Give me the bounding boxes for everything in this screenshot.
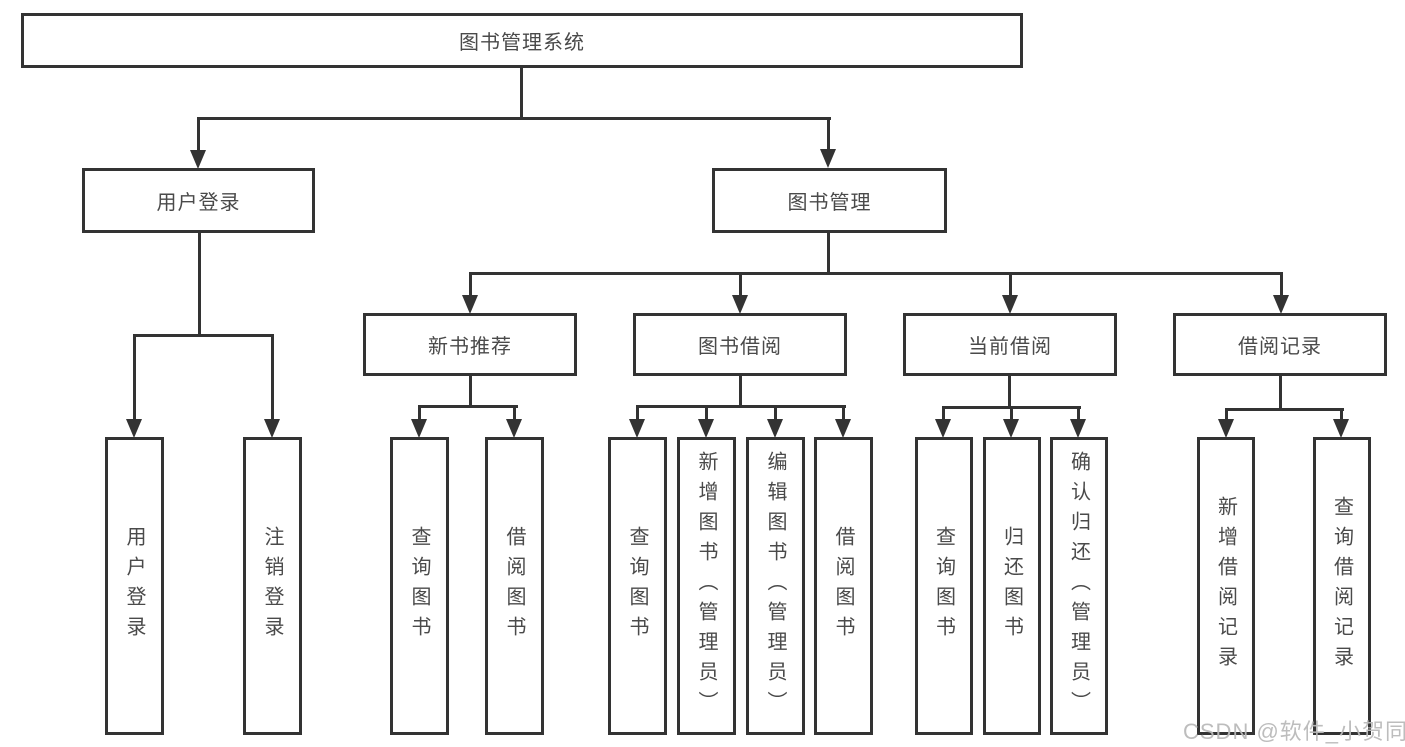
connector-drop <box>197 117 200 154</box>
leaf-label: 确认归还（管理员） <box>1067 451 1090 721</box>
connector-drop <box>1340 408 1343 423</box>
node-new-book-recommend: 新书推荐 <box>363 313 577 376</box>
arrowhead-icon <box>1273 295 1289 314</box>
node-label: 图书管理系统 <box>459 32 585 54</box>
node-label: 图书借阅 <box>698 336 782 358</box>
leaf-logout: 注销登录 <box>243 437 302 735</box>
connector-drop <box>842 405 845 423</box>
connector-stub <box>1279 375 1282 411</box>
connector-drop <box>1077 406 1080 423</box>
arrowhead-icon <box>1218 419 1234 438</box>
leaf-query-books-current: 查询图书 <box>915 437 973 735</box>
arrowhead-icon <box>698 419 714 438</box>
leaf-return-book: 归还图书 <box>983 437 1041 735</box>
node-label: 新书推荐 <box>428 336 512 358</box>
connector-drop <box>133 334 136 423</box>
connector-drop <box>1280 272 1283 299</box>
connector-drop <box>774 405 777 423</box>
leaf-borrow-book: 借阅图书 <box>814 437 873 735</box>
arrowhead-icon <box>629 419 645 438</box>
leaf-borrow-books-recommend: 借阅图书 <box>485 437 544 735</box>
leaf-edit-book-admin: 编辑图书（管理员） <box>746 437 805 735</box>
leaf-label: 归还图书 <box>1000 526 1023 646</box>
arrowhead-icon <box>935 419 951 438</box>
connector-rail <box>636 405 846 408</box>
connector-drop <box>513 405 516 423</box>
node-library-management-system: 图书管理系统 <box>21 13 1023 68</box>
node-user-login: 用户登录 <box>82 168 315 233</box>
node-label: 借阅记录 <box>1238 336 1322 358</box>
node-book-management: 图书管理 <box>712 168 947 233</box>
connector-rail <box>418 405 518 408</box>
node-current-borrow: 当前借阅 <box>903 313 1117 376</box>
connector-drop <box>827 117 830 153</box>
connector-bookmgmt-rail <box>469 272 1283 275</box>
csdn-watermark: CSDN @软件_小贺同学 <box>1183 719 1405 744</box>
connector-drop <box>636 405 639 423</box>
arrowhead-icon <box>462 295 478 314</box>
connector-rail <box>1225 408 1344 411</box>
node-label: 当前借阅 <box>968 336 1052 358</box>
connector-root-stub <box>520 68 523 119</box>
connector-bookmgmt-stub <box>827 233 830 275</box>
arrowhead-icon <box>1003 419 1019 438</box>
leaf-label: 用户登录 <box>123 526 145 646</box>
leaf-label: 注销登录 <box>261 526 283 646</box>
connector-drop <box>942 406 945 423</box>
connector-drop <box>1225 408 1228 423</box>
connector-drop <box>1010 406 1013 423</box>
connector-stub <box>1008 375 1011 409</box>
node-borrow-records: 借阅记录 <box>1173 313 1387 376</box>
connector-drop <box>271 334 274 423</box>
arrowhead-icon <box>1333 419 1349 438</box>
node-label: 图书管理 <box>787 192 872 214</box>
arrowhead-icon <box>732 295 748 314</box>
leaf-label: 查询图书 <box>408 526 430 646</box>
leaf-query-books-borrow: 查询图书 <box>608 437 667 735</box>
connector-userlogin-rail <box>133 334 274 337</box>
arrowhead-icon <box>820 149 836 168</box>
connector-drop <box>705 405 708 423</box>
arrowhead-icon <box>411 419 427 438</box>
arrowhead-icon <box>506 419 522 438</box>
arrowhead-icon <box>1070 419 1086 438</box>
leaf-add-book-admin: 新增图书（管理员） <box>677 437 736 735</box>
connector-drop <box>1009 272 1012 299</box>
connector-drop <box>739 272 742 299</box>
node-book-borrow: 图书借阅 <box>633 313 847 376</box>
leaf-label: 编辑图书（管理员） <box>764 451 786 721</box>
arrowhead-icon <box>264 419 280 438</box>
leaf-add-borrow-record: 新增借阅记录 <box>1197 437 1255 735</box>
leaf-label: 新增借阅记录 <box>1214 496 1237 676</box>
connector-drop <box>469 272 472 299</box>
connector-stub <box>469 376 472 407</box>
leaf-query-books-recommend: 查询图书 <box>390 437 449 735</box>
connector-userlogin-stub <box>198 233 201 337</box>
leaf-label: 查询图书 <box>626 526 648 646</box>
connector-root-rail <box>197 117 831 120</box>
leaf-label: 新增图书（管理员） <box>695 451 717 721</box>
leaf-label: 查询图书 <box>932 526 955 646</box>
arrowhead-icon <box>767 419 783 438</box>
connector-stub <box>739 376 742 407</box>
arrowhead-icon <box>190 150 206 169</box>
leaf-label: 借阅图书 <box>832 526 854 646</box>
arrowhead-icon <box>1002 295 1018 314</box>
leaf-label: 借阅图书 <box>503 526 525 646</box>
arrowhead-icon <box>126 419 142 438</box>
leaf-user-login: 用户登录 <box>105 437 164 735</box>
leaf-query-borrow-record: 查询借阅记录 <box>1313 437 1371 735</box>
node-label: 用户登录 <box>156 192 241 214</box>
leaf-label: 查询借阅记录 <box>1330 496 1353 676</box>
leaf-confirm-return-admin: 确认归还（管理员） <box>1050 437 1108 735</box>
arrowhead-icon <box>835 419 851 438</box>
connector-drop <box>418 405 421 423</box>
